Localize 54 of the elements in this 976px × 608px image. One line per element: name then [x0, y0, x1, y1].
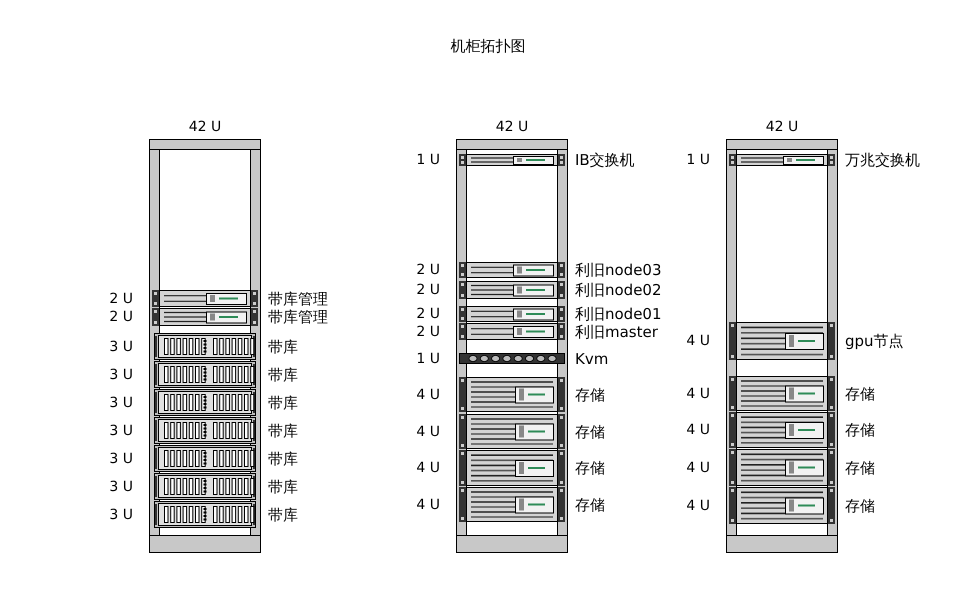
device-label: 带库管理 [268, 290, 328, 306]
device-label: Kvm [575, 350, 608, 366]
rack-heading: 42 U [494, 119, 530, 135]
unit-label: 4 U [686, 386, 710, 402]
device-label: 带库 [268, 450, 298, 466]
device-label: 存储 [575, 386, 605, 402]
unit-label: 3 U [109, 450, 133, 466]
rack-heading: 42 U [188, 119, 222, 135]
unit-label: 2 U [109, 290, 133, 306]
device-label: gpu节点 [845, 333, 904, 349]
unit-label: 3 U [109, 366, 133, 382]
unit-label: 1 U [686, 152, 710, 168]
device-label: 带库 [268, 506, 298, 522]
device-label: 存储 [575, 496, 605, 512]
device-label: 带库管理 [268, 309, 328, 325]
device-label: 存储 [845, 422, 875, 438]
unit-label: 3 U [109, 338, 133, 354]
device-label: 带库 [268, 394, 298, 410]
device-label: 利旧node03 [575, 262, 662, 278]
device-label: 存储 [575, 424, 605, 440]
device-label: 万兆交换机 [845, 152, 920, 168]
unit-label: 2 U [416, 282, 440, 298]
unit-label: 3 U [109, 478, 133, 494]
diagram-title: 机柜拓扑图 [450, 38, 526, 54]
unit-label: 4 U [416, 386, 440, 402]
device-label: 带库 [268, 422, 298, 438]
device-label: 带库 [268, 338, 298, 354]
unit-label: 1 U [416, 152, 440, 168]
unit-label: 3 U [109, 394, 133, 410]
unit-label: 4 U [686, 422, 710, 438]
unit-label: 2 U [416, 262, 440, 278]
device-label: 带库 [268, 478, 298, 494]
unit-label: 4 U [686, 333, 710, 349]
unit-label: 2 U [109, 309, 133, 325]
unit-label: 3 U [109, 506, 133, 522]
rack-heading: 42 U [764, 119, 800, 135]
device-label: 存储 [575, 460, 605, 476]
unit-label: 1 U [416, 350, 440, 366]
unit-label: 4 U [686, 498, 710, 514]
device-label: 存储 [845, 460, 875, 476]
unit-label: 2 U [416, 324, 440, 340]
device-label: 利旧node02 [575, 282, 662, 298]
device-label: IB交换机 [575, 152, 635, 168]
device-label: 带库 [268, 366, 298, 382]
device-label: 存储 [845, 386, 875, 402]
device-label: 利旧master [575, 324, 658, 340]
unit-label: 4 U [416, 460, 440, 476]
unit-label: 4 U [416, 424, 440, 440]
unit-label: 4 U [686, 460, 710, 476]
unit-label: 2 U [416, 306, 440, 322]
device-label: 利旧node01 [575, 306, 662, 322]
unit-label: 4 U [416, 496, 440, 512]
device-label: 存储 [845, 498, 875, 514]
unit-label: 3 U [109, 422, 133, 438]
